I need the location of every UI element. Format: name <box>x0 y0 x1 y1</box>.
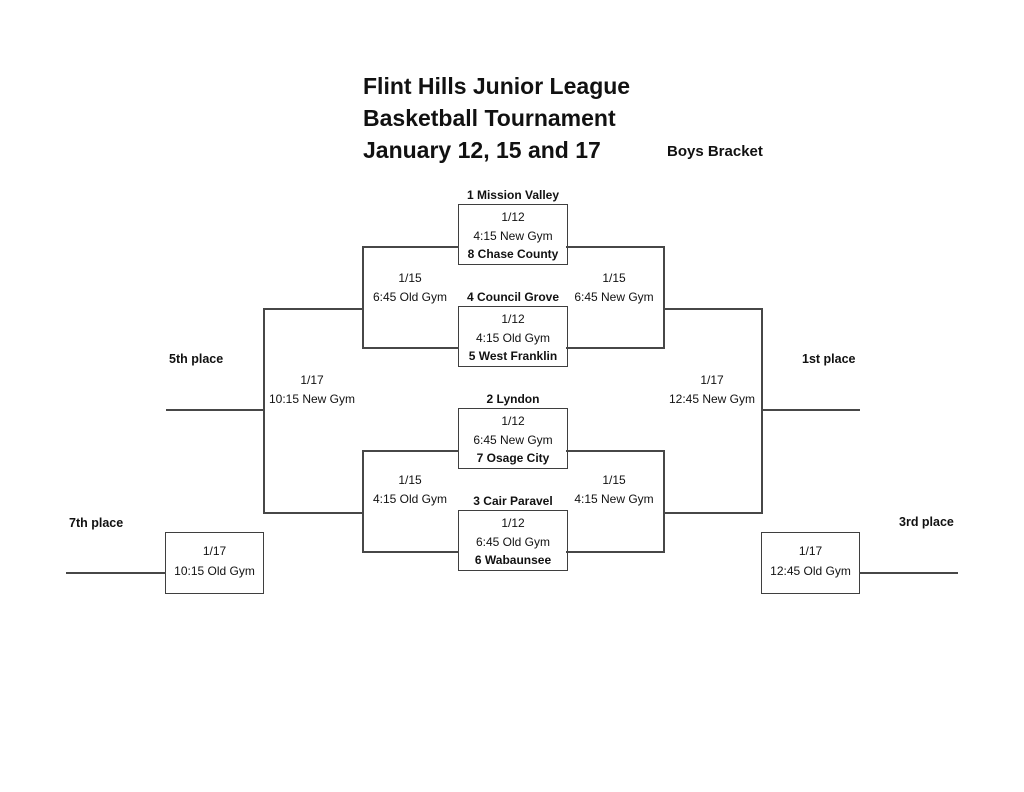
team-seed-bottom: 8 Chase County <box>467 247 559 261</box>
bracket-line <box>663 308 762 310</box>
bracket-line <box>663 246 665 349</box>
round1-game-3: 2 Lyndon 1/12 6:45 New Gym 7 Osage City <box>458 392 568 469</box>
game-time-venue: 6:45 New Gym <box>473 432 553 447</box>
fifth-place-game-label: 1/17 10:15 New Gym <box>262 371 362 409</box>
game-time-venue: 4:15 Old Gym <box>372 492 448 506</box>
bracket-line <box>663 450 665 553</box>
game-time-venue: 10:15 New Gym <box>268 392 356 406</box>
team-seed-top: 1 Mission Valley <box>466 188 560 202</box>
game-date: 1/17 <box>798 544 823 558</box>
game-date: 1/15 <box>602 473 626 487</box>
game-time-venue: 4:15 New Gym <box>574 492 654 506</box>
first-place-label: 1st place <box>802 352 856 366</box>
first-place-winner-line <box>761 409 860 411</box>
game-date: 1/17 <box>202 544 227 558</box>
seventh-place-game-box: 1/17 10:15 Old Gym <box>165 532 264 594</box>
team-seed-top: 4 Council Grove <box>466 290 560 304</box>
bracket-line <box>566 246 664 248</box>
third-place-winner-line <box>859 572 958 574</box>
team-seed-bottom: 5 West Franklin <box>468 349 558 363</box>
bracket-line <box>362 450 459 452</box>
bracket-line <box>566 551 664 553</box>
semifinal-consolation-top-label: 1/15 6:45 Old Gym <box>360 269 460 307</box>
game-date: 1/15 <box>398 271 422 285</box>
game-time-venue: 12:45 New Gym <box>668 392 756 406</box>
bracket-line <box>362 246 364 349</box>
seventh-place-winner-line <box>66 572 166 574</box>
team-seed-top: 3 Cair Paravel <box>473 494 553 508</box>
bracket-type-label: Boys Bracket <box>667 143 763 160</box>
game-date: 1/12 <box>501 210 525 224</box>
bracket-line <box>263 512 363 514</box>
game-box: 1/12 4:15 Old Gym 5 West Franklin <box>458 306 568 367</box>
game-time-venue: 6:45 New Gym <box>574 290 654 304</box>
bracket-line <box>566 347 664 349</box>
title-line-2: Basketball Tournament <box>363 105 616 131</box>
bracket-line <box>362 450 364 553</box>
title-line-3: January 12, 15 and 17 <box>363 137 601 163</box>
game-time-venue: 4:15 Old Gym <box>475 330 551 345</box>
bracket-line <box>362 347 459 349</box>
bracket-line <box>566 450 664 452</box>
game-time-venue: 6:45 Old Gym <box>372 290 448 304</box>
round1-game-1: 1 Mission Valley 1/12 4:15 New Gym 8 Cha… <box>458 188 568 265</box>
game-box: 1/12 6:45 New Gym 7 Osage City <box>458 408 568 469</box>
game-date: 1/15 <box>602 271 626 285</box>
bracket-line <box>263 308 265 514</box>
title-line-1: Flint Hills Junior League <box>363 73 631 99</box>
game-date: 1/12 <box>501 516 525 530</box>
game-date: 1/12 <box>501 312 525 326</box>
seventh-place-label: 7th place <box>69 516 124 530</box>
game-time-venue: 12:45 Old Gym <box>770 564 851 578</box>
game-box: 1/12 4:15 New Gym 8 Chase County <box>458 204 568 265</box>
game-date: 1/17 <box>700 373 724 387</box>
first-place-game-label: 1/17 12:45 New Gym <box>662 371 762 409</box>
bracket-line <box>362 551 459 553</box>
game-box: 1/12 6:45 Old Gym 6 Wabaunsee <box>458 510 568 571</box>
bracket-line <box>663 512 762 514</box>
game-date: 1/15 <box>398 473 422 487</box>
semifinal-winners-bottom-label: 1/15 4:15 New Gym <box>564 471 664 509</box>
game-time-venue: 10:15 Old Gym <box>174 564 255 578</box>
bracket-line <box>263 308 363 310</box>
third-place-game-box: 1/17 12:45 Old Gym <box>761 532 860 594</box>
team-seed-bottom: 7 Osage City <box>476 451 550 465</box>
round1-game-4: 3 Cair Paravel 1/12 6:45 Old Gym 6 Wabau… <box>458 494 568 571</box>
game-date: 1/17 <box>300 373 324 387</box>
game-time-venue: 4:15 New Gym <box>473 228 553 243</box>
fifth-place-label: 5th place <box>169 352 224 366</box>
semifinal-winners-top-label: 1/15 6:45 New Gym <box>564 269 664 307</box>
game-date: 1/12 <box>501 414 525 428</box>
game-time-venue: 6:45 Old Gym <box>475 534 551 549</box>
semifinal-consolation-bottom-label: 1/15 4:15 Old Gym <box>360 471 460 509</box>
bracket-line <box>362 246 459 248</box>
fifth-place-winner-line <box>166 409 264 411</box>
team-seed-top: 2 Lyndon <box>486 392 540 406</box>
round1-game-2: 4 Council Grove 1/12 4:15 Old Gym 5 West… <box>458 290 568 367</box>
page-title: Flint Hills Junior League Basketball Tou… <box>363 70 630 166</box>
bracket-line <box>761 308 763 514</box>
team-seed-bottom: 6 Wabaunsee <box>474 553 552 567</box>
third-place-label: 3rd place <box>899 515 954 529</box>
